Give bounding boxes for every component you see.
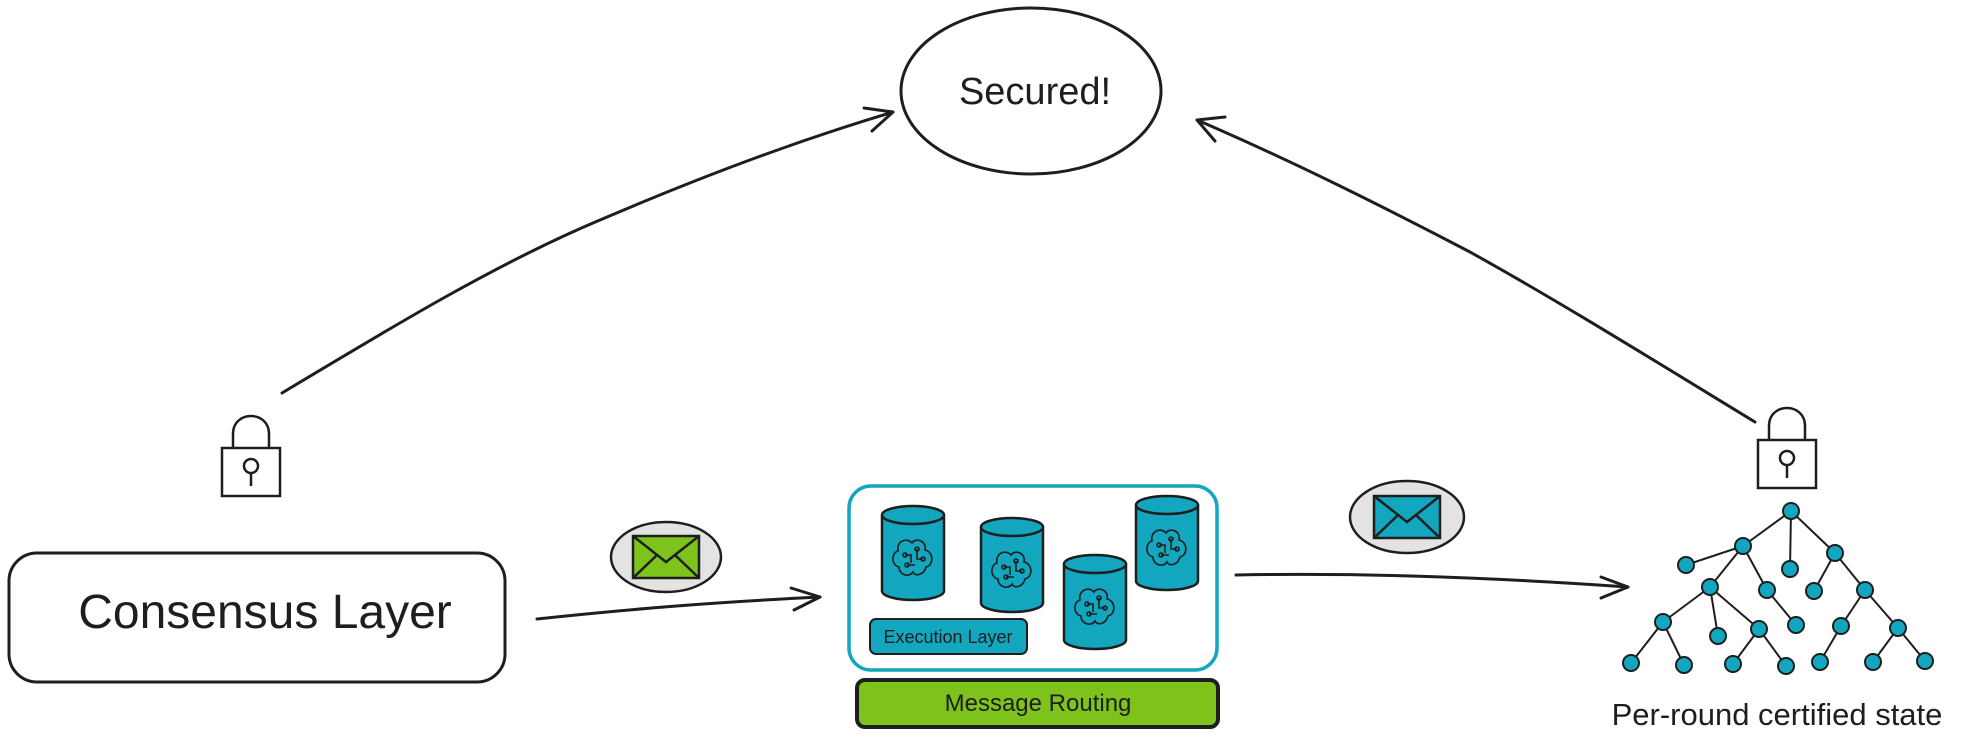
envelope-icon — [1348, 479, 1466, 555]
execution-layer-badge: Execution Layer — [869, 618, 1028, 655]
secured-node: Secured! — [899, 6, 1163, 176]
message-routing-label: Message Routing — [945, 690, 1132, 717]
arrowhead-consensus-to-execution — [789, 586, 822, 612]
certified-state-label: Per-round certified state — [1612, 697, 1943, 732]
connector-arrows — [280, 106, 1757, 621]
arrow-consensus-to-secured — [280, 110, 895, 395]
message-routing-node: Message Routing — [855, 678, 1220, 729]
consensus-layer-node: Consensus Layer — [7, 551, 507, 684]
secured-label: Secured! — [959, 71, 1111, 113]
consensus-layer-label: Consensus Layer — [78, 586, 452, 639]
database-cylinder-icon — [1134, 494, 1200, 592]
database-cylinder-icon — [1062, 553, 1128, 651]
execution-container: Execution Layer — [847, 484, 1219, 672]
database-cylinder-icon — [979, 516, 1045, 614]
database-cylinder-icon — [880, 504, 946, 602]
envelope-icon — [609, 520, 723, 594]
arrowhead-state-to-secured — [1195, 115, 1227, 143]
merkle-tree-icon — [1622, 502, 1934, 675]
execution-layer-label: Execution Layer — [883, 627, 1012, 647]
arrowhead-execution-to-state — [1599, 575, 1630, 600]
padlock-icon — [1756, 406, 1818, 490]
arrowhead-consensus-to-secured — [862, 106, 895, 133]
arrow-execution-to-state — [1234, 572, 1630, 589]
arrow-consensus-to-execution — [535, 595, 822, 621]
arrow-state-to-secured — [1195, 118, 1757, 424]
padlock-icon — [220, 414, 282, 498]
